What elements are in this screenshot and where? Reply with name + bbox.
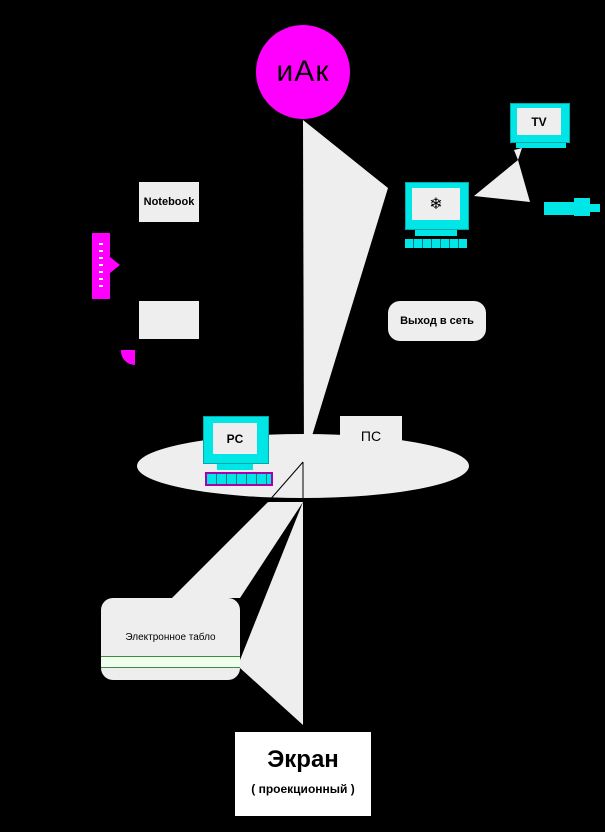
network-exit-box[interactable]: Выход в сеть	[388, 301, 486, 341]
ps-box[interactable]: ПС	[340, 416, 402, 456]
beam-logo-to-hub	[303, 120, 388, 462]
tv-screen: TV	[517, 108, 561, 135]
beam-camera	[474, 160, 530, 202]
computer-top-screen: ❄	[412, 188, 460, 220]
computer-pc-base	[217, 464, 253, 470]
logo-text: иАк	[276, 55, 330, 88]
projection-screen[interactable]: Экран ( проекционный )	[235, 732, 371, 816]
computer-pc-screen: PC	[213, 423, 257, 454]
screen-title: Экран	[267, 746, 339, 773]
magenta-quarter-shape	[121, 350, 135, 365]
beam-screen	[240, 502, 303, 725]
magenta-device	[92, 233, 122, 299]
notebook-label: Notebook	[143, 196, 195, 208]
computer-top-keyboard	[405, 239, 467, 248]
tv-stand	[516, 143, 566, 148]
tv-device[interactable]: TV	[510, 103, 570, 151]
computer-pc[interactable]: PC	[203, 416, 273, 486]
network-exit-label: Выход в сеть	[400, 315, 474, 327]
computer-top-base	[415, 230, 457, 236]
ps-label: ПС	[360, 428, 382, 444]
connector-hub-left	[267, 461, 304, 503]
beam-tv	[514, 148, 522, 160]
snowflake-icon: ❄	[429, 196, 443, 213]
camera-device[interactable]	[544, 198, 600, 218]
beam-board	[172, 502, 303, 598]
screen-subtitle: ( проекционный )	[251, 782, 355, 796]
electronic-board-label: Электронное табло	[125, 632, 216, 643]
notebook-box[interactable]: Notebook	[139, 182, 199, 222]
camera-grip	[590, 204, 600, 212]
blank-box	[139, 301, 199, 339]
tv-label: TV	[531, 114, 547, 129]
camera-body	[544, 202, 576, 215]
electronic-board-stripe	[101, 656, 240, 668]
magenta-device-dots	[99, 243, 103, 289]
magenta-device-fin	[110, 257, 120, 273]
computer-pc-keyboard	[205, 472, 273, 486]
logo-circle: иАк	[256, 25, 350, 119]
camera-lens	[574, 198, 590, 216]
pc-label: PC	[226, 431, 244, 446]
electronic-board[interactable]: Электронное табло	[101, 598, 240, 680]
computer-top[interactable]: ❄	[403, 182, 469, 252]
